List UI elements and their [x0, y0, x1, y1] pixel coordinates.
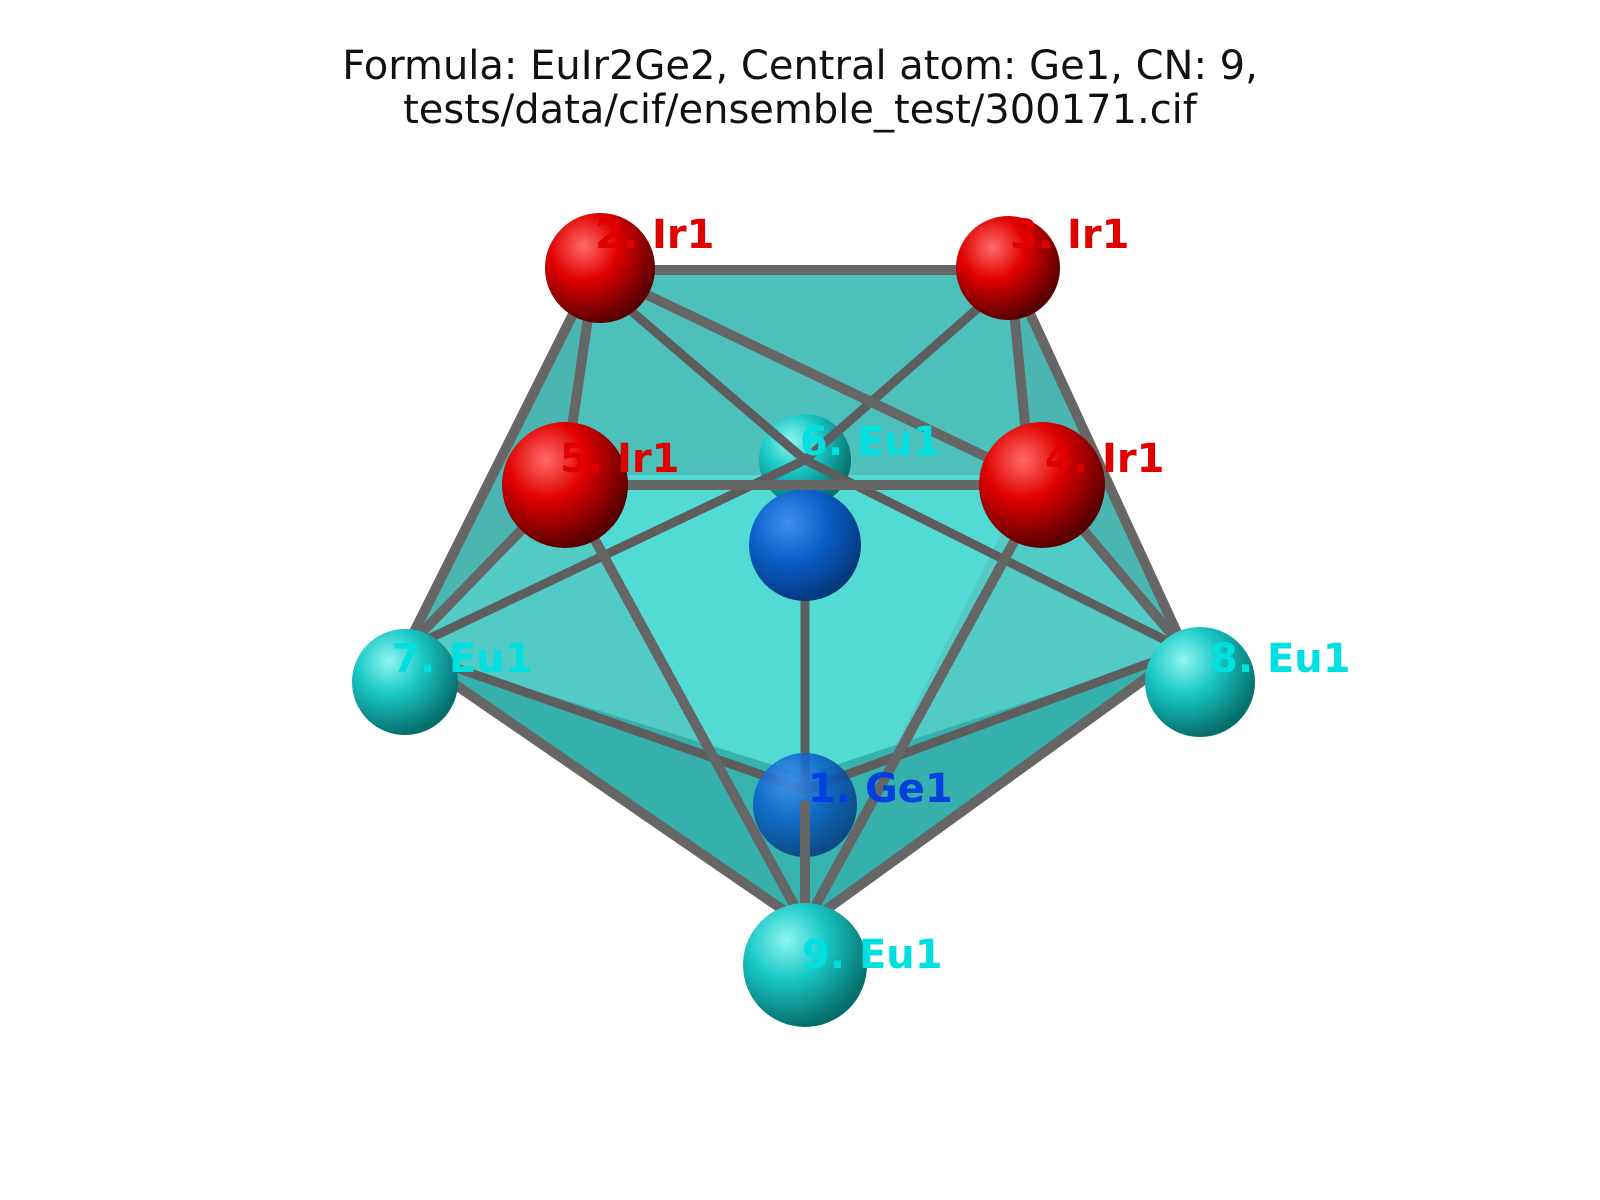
bond [400, 645, 810, 795]
central-atom-sphere-ge [749, 489, 861, 601]
atom-sphere-eu1-9 [743, 903, 867, 1027]
atom-label-9: 9. Eu1 [802, 932, 943, 978]
atom-label-1: 1. Ge1 [808, 766, 953, 812]
atom-sphere-ir1-3 [956, 216, 1060, 320]
bond [400, 265, 600, 655]
atom-labels: 1. Ge1 2. Ir1 3. Ir1 4. Ir1 5. Ir1 6. Eu… [392, 212, 1351, 978]
atom-sphere-ir1-2 [545, 213, 655, 323]
atom-sphere-eu1-8 [1145, 627, 1255, 737]
bond [800, 645, 1190, 930]
bond [800, 480, 1050, 930]
atom-label-2: 2. Ir1 [595, 212, 714, 258]
atom-label-7: 7. Eu1 [392, 636, 533, 682]
bond [560, 480, 810, 930]
bond [800, 645, 1190, 795]
title-file-path-line: tests/data/cif/ensemble_test/300171.cif [403, 87, 1197, 133]
atom-label-4: 4. Ir1 [1045, 436, 1164, 482]
bond [590, 265, 1050, 490]
atom-sphere-eu1-7 [352, 629, 458, 735]
bond [400, 645, 810, 930]
atom-label-6: 6. Eu1 [800, 419, 941, 465]
bond [800, 275, 1015, 465]
bond [800, 455, 1190, 655]
title-formula-line: Formula: EuIr2Ge2, Central atom: Ge1, CN… [342, 43, 1258, 89]
atom-sphere-ir1-5 [502, 422, 628, 548]
atom-label-5: 5. Ir1 [560, 436, 679, 482]
atom-label-3: 3. Ir1 [1010, 212, 1129, 258]
polyhedron-face [565, 475, 1030, 925]
atom-label-8: 8. Eu1 [1210, 636, 1351, 682]
atom-sphere-ir1-4 [979, 422, 1105, 548]
